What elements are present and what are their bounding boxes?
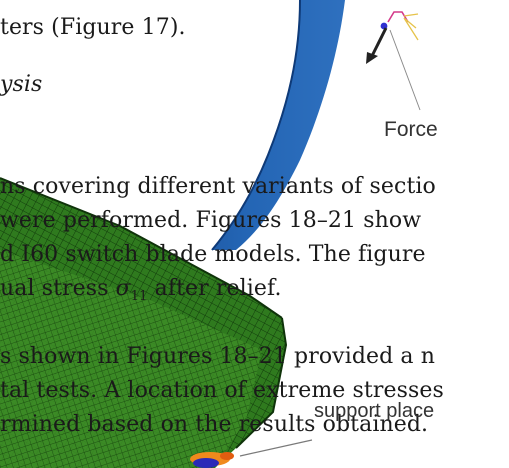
text-line-6-lead: ual stress <box>0 276 116 301</box>
text-line-1: ters (Figure 17). <box>0 15 186 40</box>
text-line-3: ns covering different variants of sectio <box>0 174 436 199</box>
text-line-4: were performed. Figures 18–21 show <box>0 208 422 233</box>
support-place-label: support place <box>314 400 435 422</box>
text-line-6: ual stress σ11 after relief. <box>0 276 282 310</box>
section-heading-fragment: ysis <box>0 72 43 97</box>
text-line-6-tail: after relief. <box>147 276 282 301</box>
force-label: Force <box>384 118 438 141</box>
text-line-9: rmined based on the results obtained. <box>0 412 429 437</box>
text-line-8: tal tests. A location of extreme stresse… <box>0 378 444 403</box>
stress-symbol: σ <box>115 276 131 301</box>
text-line-5: d I60 switch blade models. The figure <box>0 242 426 267</box>
force-arrow-icon <box>366 11 419 64</box>
support-place-marker <box>190 452 234 468</box>
text-line-7: s shown in Figures 18–21 provided a n <box>0 344 435 369</box>
stress-subscript: 11 <box>130 289 148 304</box>
